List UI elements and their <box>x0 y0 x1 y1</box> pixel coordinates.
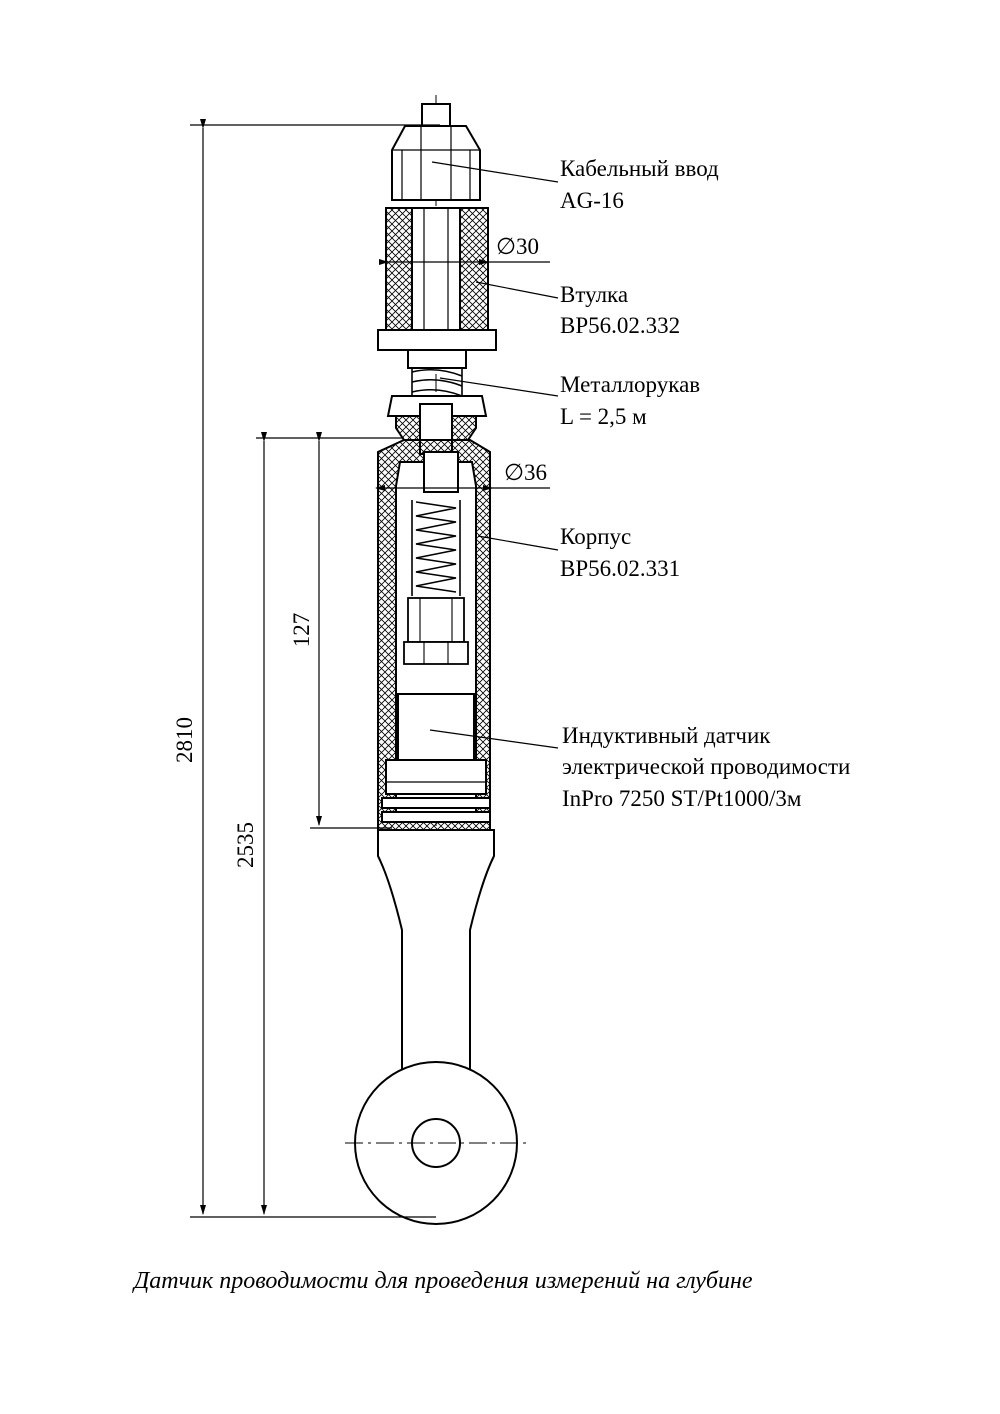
connector-shape <box>403 597 469 665</box>
cable-gland-label: Кабельный ввод <box>560 156 719 181</box>
bushing-shape <box>377 207 497 369</box>
cable-gland-code: AG-16 <box>560 188 624 213</box>
housing-diameter-dim: ∅36 <box>504 460 547 485</box>
sensor-label-line3: InPro 7250 ST/Pt1000/3м <box>562 786 802 811</box>
spring-shape <box>411 500 461 596</box>
bushing-code: ВР56.02.332 <box>560 313 680 338</box>
metal-hose-length: L = 2,5 м <box>560 404 647 429</box>
cable-gland-shape <box>391 103 481 201</box>
body-length-dim: 2535 <box>233 822 258 868</box>
extension-lines <box>190 124 550 1218</box>
dimension-lines <box>200 119 493 1215</box>
leader-lines <box>429 161 559 749</box>
coupling-nut-shape <box>386 395 488 455</box>
housing-length-dim: 127 <box>289 613 314 648</box>
housing-label: Корпус <box>560 524 631 549</box>
metal-hose-label: Металлорукав <box>560 372 700 397</box>
bushing-label: Втулка <box>560 282 628 307</box>
handle-shape <box>345 829 527 1225</box>
sensor-label-line2: электрической проводимости <box>562 754 850 779</box>
housing-code: ВР56.02.331 <box>560 556 680 581</box>
metal-hose-shape <box>411 368 463 397</box>
sensor-shape <box>381 693 491 823</box>
sensor-label-line1: Индуктивный датчик <box>562 723 771 748</box>
figure-caption: Датчик проводимости для проведения измер… <box>134 1268 753 1294</box>
overall-length-dim: 2810 <box>172 717 197 763</box>
bushing-diameter-dim: ∅30 <box>496 234 539 259</box>
